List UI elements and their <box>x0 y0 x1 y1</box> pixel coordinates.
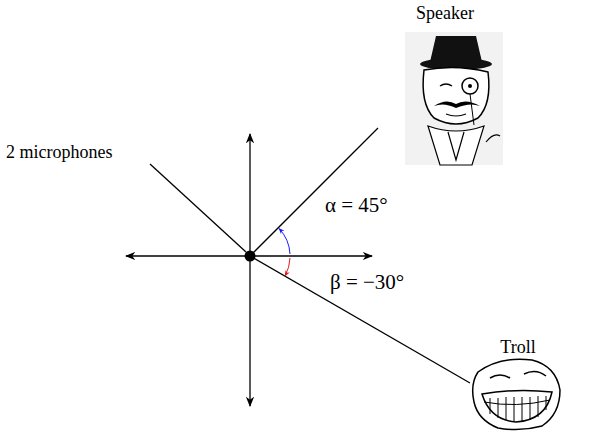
troll-direction <box>250 256 470 383</box>
alpha-arc <box>279 229 290 255</box>
troll-label: Troll <box>500 338 535 358</box>
speaker-figure <box>405 32 503 165</box>
beta-label: β = −30° <box>330 271 404 294</box>
microphones-label: 2 microphones <box>6 143 112 163</box>
speaker-direction <box>250 128 378 256</box>
beta-arc <box>285 258 290 276</box>
y-axis <box>249 134 250 406</box>
troll-face <box>473 359 560 429</box>
speaker-label: Speaker <box>416 4 474 24</box>
alpha-label: α = 45° <box>325 194 388 217</box>
leader-line <box>150 164 246 252</box>
microphone-dot <box>245 251 256 262</box>
